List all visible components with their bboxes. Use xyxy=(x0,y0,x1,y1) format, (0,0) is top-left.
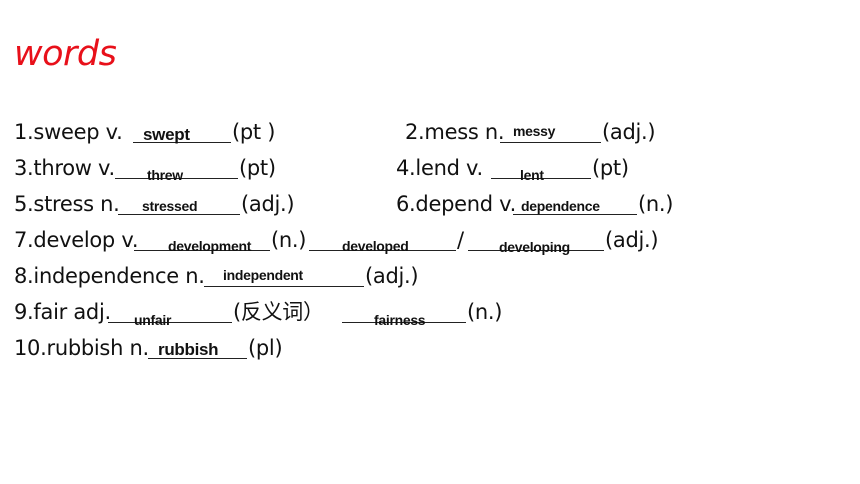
item-8-prefix: 8.independence n. xyxy=(14,264,205,288)
item-5-blank xyxy=(118,214,240,215)
item-8-blank xyxy=(204,286,364,287)
item-7-prefix: 7.develop v. xyxy=(14,228,139,252)
item-6: 6.depend v. dependence (n.) xyxy=(396,192,696,222)
item-1-blank xyxy=(133,142,231,143)
item-4-suffix: (pt) xyxy=(592,156,629,180)
item-9: 9.fair adj. unfair (反义词） fairness (n.) xyxy=(14,300,534,330)
item-7-mid-2: / xyxy=(457,228,464,252)
item-2-suffix: (adj.) xyxy=(602,120,656,144)
item-1: 1.sweep v. swept (pt ) xyxy=(14,120,314,150)
item-6-suffix: (n.) xyxy=(638,192,674,216)
item-5-suffix: (adj.) xyxy=(241,192,295,216)
item-9-answer-1: unfair xyxy=(134,312,172,328)
item-7-blank-1 xyxy=(134,250,270,251)
item-3-suffix: (pt) xyxy=(239,156,276,180)
item-9-mid-1: (反义词） xyxy=(233,300,324,324)
item-8-suffix: (adj.) xyxy=(365,264,419,288)
item-10-blank xyxy=(148,358,247,359)
item-7-answer-3: developing xyxy=(499,239,570,255)
item-2-answer: messy xyxy=(513,123,556,139)
item-2-blank xyxy=(500,142,601,143)
item-9-blank-1 xyxy=(108,322,232,323)
item-5-prefix: 5.stress n. xyxy=(14,192,120,216)
item-7-blank-2 xyxy=(309,250,456,251)
item-9-suffix: (n.) xyxy=(467,300,503,324)
item-6-prefix: 6.depend v. xyxy=(396,192,517,216)
item-3-prefix: 3.throw v. xyxy=(14,156,115,180)
item-10-suffix: (pl) xyxy=(248,336,283,360)
item-9-blank-2 xyxy=(342,322,466,323)
item-4-prefix: 4.lend v. xyxy=(396,156,483,180)
item-4-answer: lent xyxy=(520,167,544,183)
item-10: 10.rubbish n. rubbish (pl) xyxy=(14,336,334,366)
item-4-blank xyxy=(491,178,591,179)
item-9-prefix: 9.fair adj. xyxy=(14,300,111,324)
item-3: 3.throw v. threw (pt) xyxy=(14,156,314,186)
item-8: 8.independence n. independent (adj.) xyxy=(14,264,454,294)
item-7-mid-1: (n.) xyxy=(271,228,307,252)
item-7-answer-2: developed xyxy=(342,238,409,254)
item-7: 7.develop v. development (n.) developed … xyxy=(14,228,694,258)
item-1-suffix: (pt ) xyxy=(232,120,276,144)
item-3-answer: threw xyxy=(147,167,183,183)
item-5-answer: stressed xyxy=(142,198,198,214)
item-6-answer: dependence xyxy=(521,198,600,214)
item-2: 2.mess n. messy (adj.) xyxy=(405,120,705,150)
item-7-answer-1: development xyxy=(168,238,252,254)
item-10-answer: rubbish xyxy=(158,340,219,359)
page-title: words xyxy=(14,34,117,74)
item-8-answer: independent xyxy=(223,267,303,283)
item-7-blank-3 xyxy=(468,250,604,251)
item-7-suffix: (adj.) xyxy=(605,228,659,252)
item-4: 4.lend v. lent (pt) xyxy=(396,156,696,186)
item-5: 5.stress n. stressed (adj.) xyxy=(14,192,334,222)
item-1-prefix: 1.sweep v. xyxy=(14,120,123,144)
item-2-prefix: 2.mess n. xyxy=(405,120,505,144)
item-10-prefix: 10.rubbish n. xyxy=(14,336,149,360)
item-9-answer-2: fairness xyxy=(374,312,426,328)
item-3-blank xyxy=(115,178,238,179)
item-1-answer: swept xyxy=(143,125,190,144)
item-6-blank xyxy=(513,214,637,215)
